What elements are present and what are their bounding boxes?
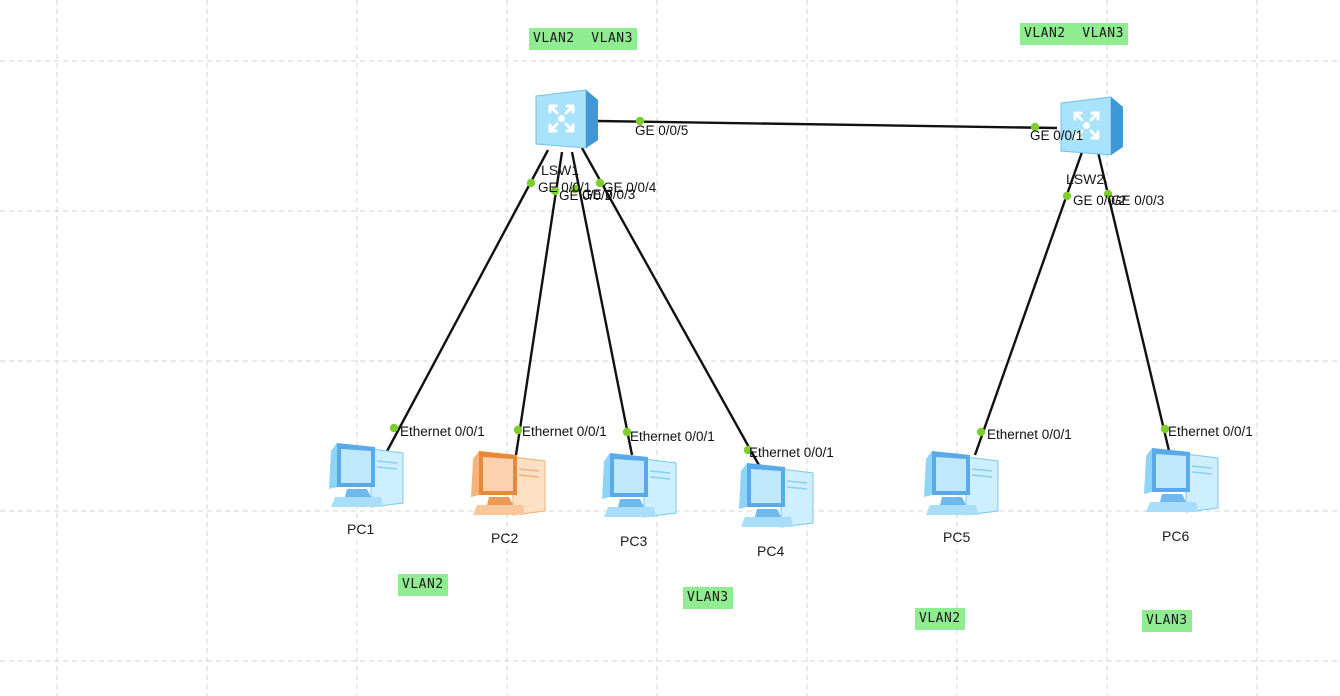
pc-icon — [924, 451, 999, 516]
port-dot-lsw1 — [526, 178, 536, 188]
links — [383, 119, 1172, 468]
port-dot-lsw1 — [635, 116, 645, 126]
port-label-pc5-eth: Ethernet 0/0/1 — [987, 427, 1072, 442]
port-label-pc1-eth: Ethernet 0/0/1 — [400, 424, 485, 439]
vlan-tag-lsw2[interactable]: VLAN2 VLAN3 — [1020, 23, 1128, 45]
switch-icon — [535, 89, 598, 149]
pc-3[interactable] — [598, 447, 680, 527]
link-lsw1-pc4[interactable] — [580, 147, 762, 468]
port-dot-pc4 — [743, 445, 753, 455]
link-lsw1-lsw2[interactable] — [596, 119, 1058, 130]
link-lsw1-pc2[interactable] — [514, 151, 564, 456]
port-label-lsw1-ge001: GE 0/0/1 — [538, 180, 592, 195]
port-dot-pc3 — [622, 427, 632, 437]
pc-1-label: PC1 — [347, 521, 375, 537]
port-label-pc6-eth: Ethernet 0/0/1 — [1168, 424, 1253, 439]
port-dot-lsw1 — [550, 186, 560, 196]
switch-lsw1[interactable] — [530, 86, 600, 152]
pc-2-selected[interactable] — [467, 445, 549, 525]
port-dot-lsw1 — [570, 184, 580, 194]
vlan-tag-lsw1[interactable]: VLAN2 VLAN3 — [529, 28, 637, 50]
pc-icon — [739, 463, 814, 528]
pc-3-label: PC3 — [620, 533, 648, 549]
link-lsw2-pc6[interactable] — [1096, 151, 1172, 456]
pc-5[interactable] — [920, 445, 1002, 525]
vlan-tag-pc1[interactable]: VLAN2 — [398, 574, 448, 596]
port-label-lsw2-ge001: GE 0/0/1 — [1030, 128, 1084, 143]
port-dot-lsw2 — [1062, 191, 1072, 201]
port-dot-lsw1 — [595, 178, 605, 188]
port-label-pc3-eth: Ethernet 0/0/1 — [630, 429, 715, 444]
port-label-pc4-eth: Ethernet 0/0/1 — [749, 445, 834, 460]
port-label-lsw2-ge003: GE 0/0/3 — [1111, 193, 1165, 208]
port-dot-pc5 — [976, 427, 986, 437]
port-label-lsw1-ge002: GE 0/0/2 — [559, 188, 613, 203]
port-label-lsw2-ge002: GE 0/0/2 — [1073, 193, 1127, 208]
switch-lsw1-label: LSW1 — [541, 162, 580, 178]
pc-1[interactable] — [325, 437, 407, 517]
pc-icon — [1144, 448, 1219, 513]
switch-lsw2-label: LSW2 — [1066, 171, 1105, 187]
pc-2-label: PC2 — [491, 530, 519, 546]
link-lsw2-pc5[interactable] — [973, 151, 1084, 456]
port-dot-pc6 — [1160, 424, 1170, 434]
pc-4[interactable] — [735, 457, 817, 537]
pc-6-label: PC6 — [1162, 528, 1190, 544]
pc-icon — [602, 453, 677, 518]
port-dot-lsw2 — [1030, 122, 1040, 132]
switch-lsw2[interactable] — [1055, 93, 1125, 159]
port-label-lsw1-ge003: GE 0/0/3 — [582, 187, 636, 202]
port-dot-pc2 — [513, 425, 523, 435]
vlan-tag-pc5[interactable]: VLAN2 — [915, 608, 965, 630]
pc-icon — [471, 451, 546, 516]
port-label-lsw1-ge005: GE 0/0/5 — [635, 123, 689, 138]
switch-icon — [1060, 96, 1123, 156]
pc-5-label: PC5 — [943, 529, 971, 545]
port-label-pc2-eth: Ethernet 0/0/1 — [522, 424, 607, 439]
pc-icon — [329, 443, 404, 508]
link-lsw1-pc1[interactable] — [383, 149, 550, 456]
vlan-tag-pc3-pc4[interactable]: VLAN3 — [683, 587, 733, 609]
port-dot-lsw2 — [1103, 189, 1113, 199]
pc-4-label: PC4 — [757, 543, 785, 559]
port-dots — [389, 116, 1170, 455]
link-lsw1-pc3[interactable] — [570, 151, 634, 456]
port-label-lsw1-ge004: GE 0/0/4 — [603, 180, 657, 195]
pc-6[interactable] — [1140, 442, 1222, 522]
vlan-tag-pc6[interactable]: VLAN3 — [1142, 610, 1192, 632]
port-dot-pc1 — [389, 423, 399, 433]
